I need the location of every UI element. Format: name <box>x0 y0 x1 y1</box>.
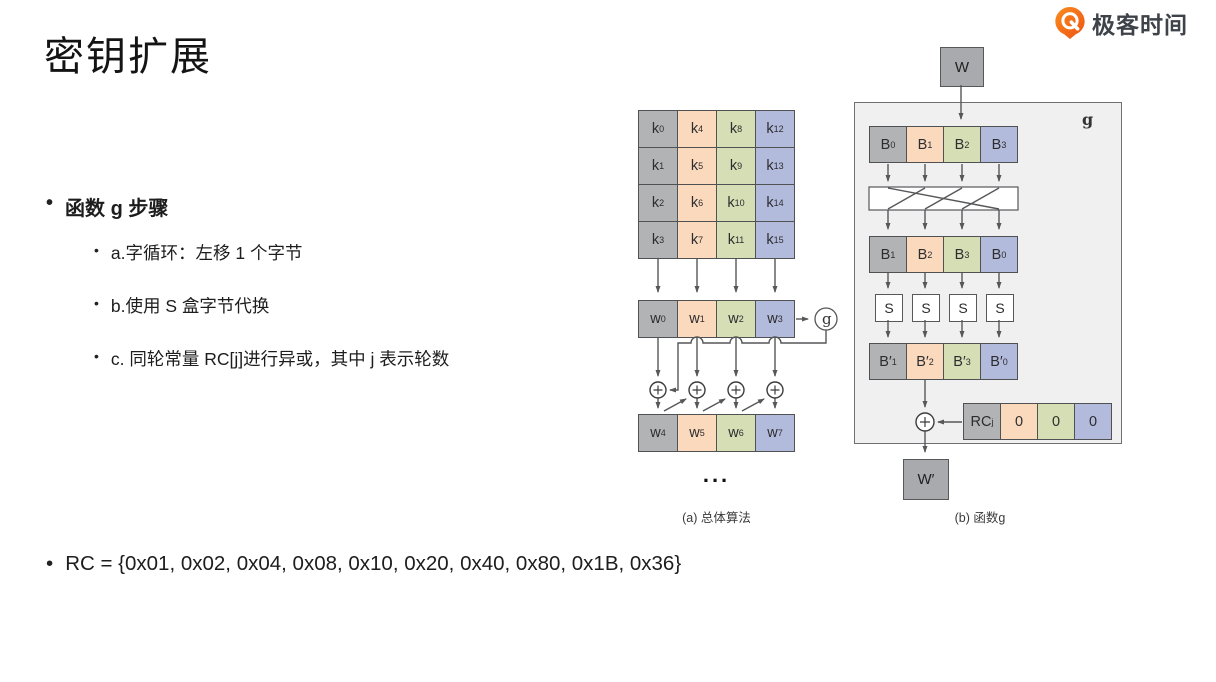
byte-cell: B′1 <box>870 344 906 379</box>
byte-cell: B′0 <box>981 344 1017 379</box>
rc-cell: 0 <box>1001 404 1037 439</box>
input-word-box: W <box>940 47 984 87</box>
rc-constants-label: RC = {0x01, 0x02, 0x04, 0x08, 0x10, 0x20… <box>65 552 682 575</box>
byte-cell: B′3 <box>944 344 980 379</box>
bullet-dot: • <box>94 242 99 258</box>
function-g-container-label: g <box>1082 110 1094 129</box>
bullet-dot: • <box>94 295 99 311</box>
g-feedback-line <box>669 330 827 393</box>
chain-diagonal-arrows <box>663 398 765 412</box>
bullet-dot: • <box>46 552 54 575</box>
sbox: S <box>986 294 1014 322</box>
bullet-item-label: b.使用 S 盒字节代换 <box>110 296 270 316</box>
logo-text: 极客时间 <box>1092 12 1188 38</box>
geektime-pin-icon <box>1054 6 1086 40</box>
continuation-ellipsis: ... <box>702 462 731 487</box>
bullet-heading: • 函数 g 步骤 <box>46 192 168 221</box>
bullet-item-b: • b.使用 S 盒字节代换 <box>94 293 269 318</box>
geektime-logo: 极客时间 <box>1054 6 1188 40</box>
output-word-box: W′ <box>903 459 949 500</box>
svg-text:g: g <box>822 310 832 328</box>
sbox: S <box>912 294 940 322</box>
w-to-xor-arrows <box>655 338 778 377</box>
bullet-item-label: a.字循环：左移 1 个字节 <box>110 243 303 263</box>
bullet-heading-label: 函数 g 步骤 <box>65 198 169 220</box>
caption-a: (a) 总体算法 <box>682 511 751 525</box>
page-title: 密钥扩展 <box>44 35 212 79</box>
byte-cell: B′2 <box>907 344 943 379</box>
bullet-dot: • <box>46 192 54 214</box>
k-to-w-arrows <box>655 259 778 293</box>
xor-row <box>649 381 784 399</box>
bullet-item-c: • c. 同轮常量 RC[j]进行异或，其中 j 表示轮数 <box>94 346 449 371</box>
rc-constants-line: • RC = {0x01, 0x02, 0x04, 0x08, 0x10, 0x… <box>46 552 681 576</box>
sbox: S <box>949 294 977 322</box>
xor-to-w-arrows <box>655 398 778 409</box>
caption-b: (b) 函数g <box>954 511 1006 525</box>
sbox: S <box>875 294 903 322</box>
bullet-item-label: c. 同轮常量 RC[j]进行异或，其中 j 表示轮数 <box>110 349 450 369</box>
rc-cell: 0 <box>1038 404 1074 439</box>
bullet-item-a: • a.字循环：左移 1 个字节 <box>94 240 302 265</box>
g-circle: g <box>814 307 838 331</box>
bullet-dot: • <box>94 348 99 364</box>
rc-cell: 0 <box>1075 404 1111 439</box>
